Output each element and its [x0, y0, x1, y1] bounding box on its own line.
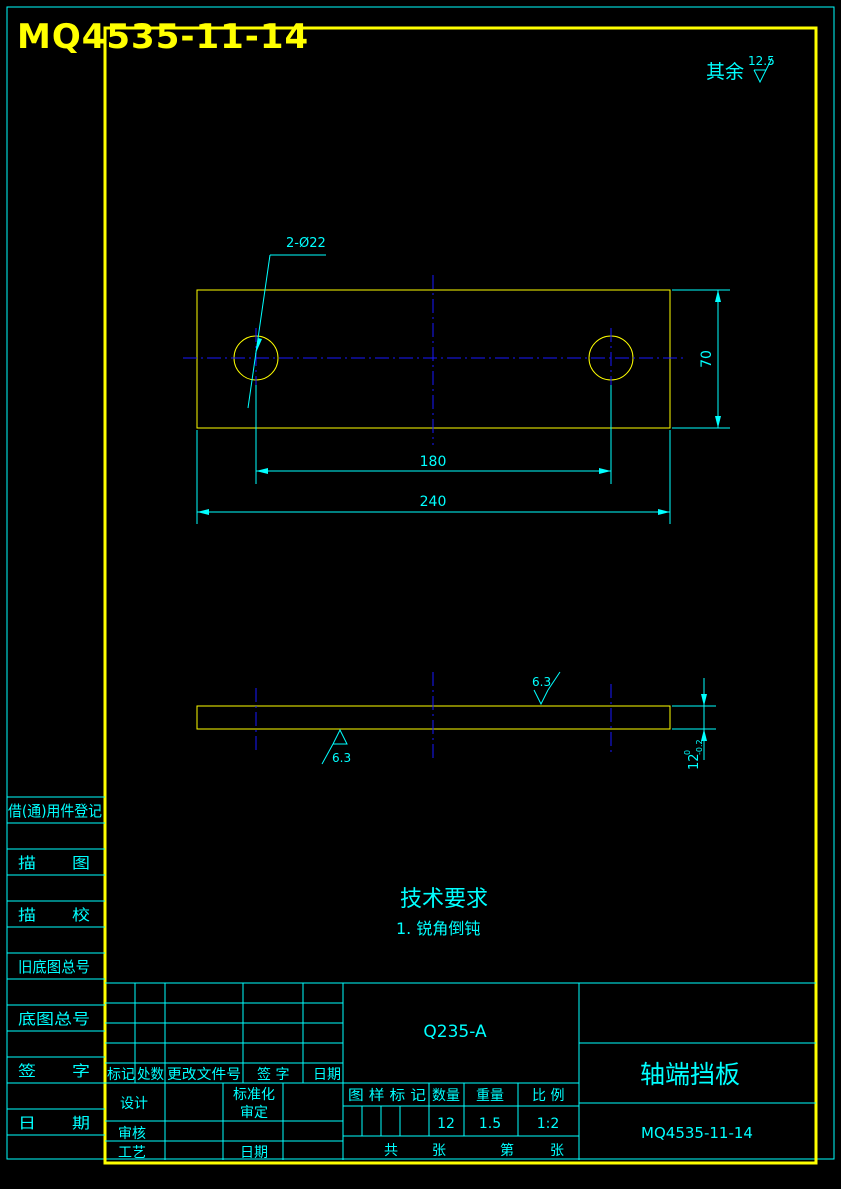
- rev-header: 更改文件号: [167, 1067, 241, 1083]
- label-process: 工艺: [118, 1145, 146, 1161]
- drawing-number: MQ4535-11-14: [641, 1124, 753, 1142]
- value-weight: 1.5: [479, 1116, 501, 1132]
- label-review: 审核: [118, 1126, 146, 1142]
- sheet-border: [6, 6, 835, 1160]
- side-register-labels: 借(通)用件登记 描 图 描 校 旧底图总号 底图总号 签 字 日 期: [8, 802, 102, 1132]
- register-label: 签 字: [18, 1062, 90, 1080]
- register-label: 描 图: [18, 854, 90, 872]
- label-design: 设计: [120, 1096, 148, 1112]
- material: Q235-A: [423, 1022, 487, 1042]
- title-block-text: Q235-A 轴端挡板 MQ4535-11-14 标记 处数 更改文件号 签 字…: [107, 1022, 753, 1161]
- rev-header: 日期: [313, 1067, 341, 1083]
- drawing-frame: [103, 26, 818, 1165]
- rev-header: 签 字: [257, 1066, 289, 1083]
- label-weight: 重量: [476, 1088, 504, 1104]
- rev-header: 处数: [137, 1067, 164, 1083]
- finish-top: 6.3: [532, 675, 551, 689]
- register-label: 借(通)用件登记: [8, 802, 102, 820]
- part-name: 轴端挡板: [640, 1060, 740, 1089]
- front-view: 2-Ø22 180 240 70: [183, 236, 730, 524]
- dim-thickness: 12: [687, 753, 702, 770]
- tech-req-title: 技术要求: [400, 887, 488, 912]
- drawing-number-banner: MQ4535-11-14: [17, 17, 309, 57]
- register-label: 描 校: [18, 906, 90, 924]
- dim-thickness-tol-lower: -0.2: [695, 739, 704, 755]
- label-scale: 比 例: [532, 1088, 564, 1104]
- label-total: 共: [384, 1143, 398, 1159]
- side-register: [7, 796, 105, 1136]
- dim-thickness-tol-upper: 0: [683, 750, 692, 755]
- register-label: 旧底图总号: [18, 958, 90, 976]
- label-total-unit: 张: [432, 1143, 446, 1159]
- svg-text:12.5: 12.5: [748, 54, 775, 68]
- svg-text:其余: 其余: [706, 61, 744, 83]
- side-view: 6.3 6.3 12 0 -0.2: [196, 671, 716, 770]
- hole-callout: 2-Ø22: [286, 236, 326, 251]
- dim-240: 240: [420, 494, 447, 510]
- register-label: 底图总号: [18, 1010, 90, 1028]
- dim-180: 180: [420, 454, 447, 470]
- tech-req-item-1: 1. 锐角倒钝: [396, 919, 480, 938]
- value-quantity: 12: [437, 1116, 455, 1132]
- label-date: 日期: [240, 1145, 268, 1161]
- rev-header: 标记: [107, 1067, 135, 1083]
- label-approval: 审定: [240, 1105, 268, 1121]
- label-quantity: 数量: [432, 1088, 460, 1104]
- register-label: 日 期: [18, 1114, 90, 1132]
- label-standardization: 标准化: [233, 1087, 275, 1103]
- surface-finish-rest: 其余 12.5: [706, 54, 775, 84]
- label-sheet: 第: [500, 1142, 514, 1159]
- label-stage-marks: 图 样 标 记: [348, 1088, 426, 1104]
- value-scale: 1:2: [537, 1116, 560, 1132]
- title-block-grid: [105, 982, 816, 1160]
- finish-bottom: 6.3: [332, 751, 351, 765]
- label-sheet-unit: 张: [550, 1143, 564, 1159]
- dim-70: 70: [699, 350, 715, 368]
